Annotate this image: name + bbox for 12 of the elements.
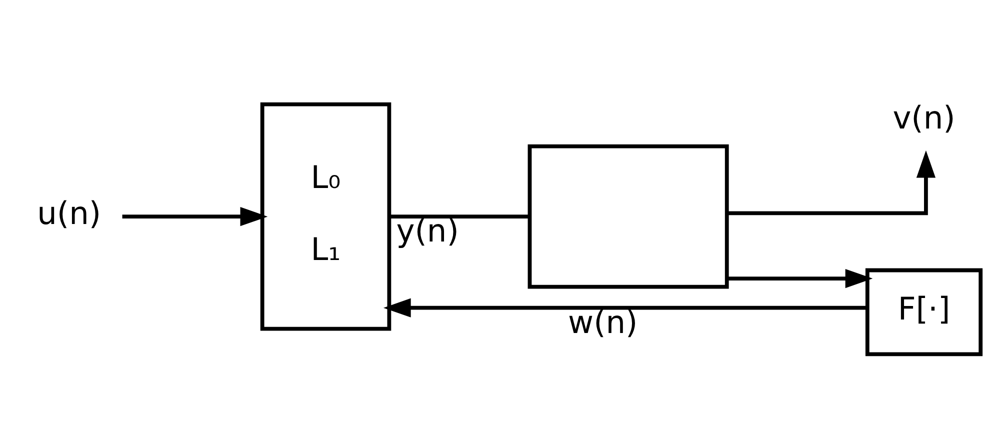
arrow — [383, 298, 868, 317]
node-box: L₀ L₁ — [260, 102, 392, 330]
node-text: u(n) — [37, 196, 102, 232]
node-box — [528, 144, 729, 288]
node-box: F[·] — [865, 268, 983, 356]
arrow — [727, 150, 936, 215]
arrow — [122, 206, 268, 226]
connector — [390, 214, 530, 218]
edge-label: y(n) — [396, 213, 459, 250]
node-text: v(n) — [892, 100, 956, 136]
arrow — [728, 268, 873, 288]
edge-label: w(n) — [568, 304, 638, 340]
